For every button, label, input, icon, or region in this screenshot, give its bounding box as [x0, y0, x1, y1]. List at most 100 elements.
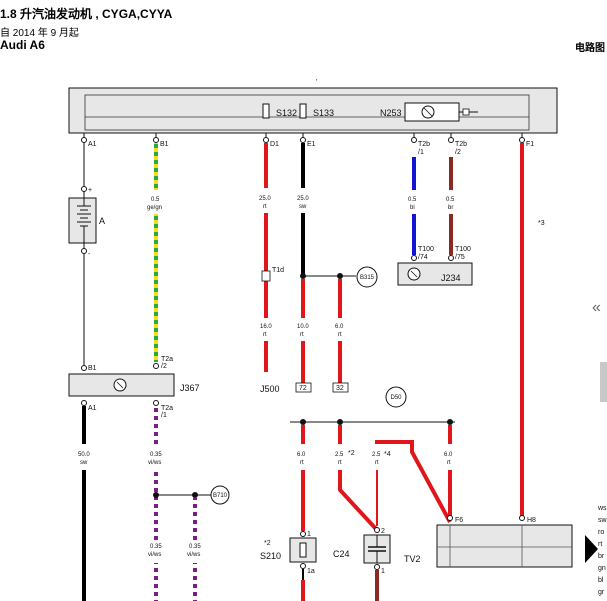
ref-b710-bubble: [210, 485, 230, 505]
wire-b1-color: ge/gn: [147, 205, 162, 211]
junction-dot: [337, 419, 343, 425]
pin-t100-75-label: T100: [455, 246, 471, 253]
vehicle-model: Audi A6: [0, 38, 45, 52]
wire-25b-red-loop: [375, 440, 452, 523]
terminal-72: [295, 382, 312, 393]
wire-25b-size: 2.5: [372, 452, 381, 458]
wire-e1-size: 25.0: [297, 196, 309, 202]
pin-s210-1a-label: 1a: [307, 568, 315, 575]
wire-6b-size: 6.0: [297, 452, 306, 458]
pin-f1-label: F1: [526, 141, 534, 148]
j234-symbol-stroke: [410, 270, 418, 278]
next-page-arrow-icon[interactable]: [585, 535, 598, 563]
pin-t2b1-label: T2b: [418, 141, 430, 148]
wire-d1-color: rt: [263, 204, 267, 210]
c24-label: C24: [333, 549, 350, 559]
j367-label: J367: [180, 383, 200, 393]
wire-6a-color: rt: [338, 332, 342, 338]
wire-t2a1-size: 0.35: [150, 452, 162, 458]
pin-tv2-1: [374, 564, 380, 570]
wire-b1-size: 0.5: [151, 197, 160, 203]
fuse-s210-symbol: [299, 542, 307, 558]
pin-b1-label: B1: [160, 141, 169, 148]
pin-tv2-1-label: 1: [381, 568, 385, 575]
pin-t2a1-number: /1: [161, 412, 167, 419]
junction-dot: [153, 492, 159, 498]
wire-6a-size: 6.0: [335, 324, 344, 330]
j367-symbol-stroke: [116, 381, 124, 389]
connector-t1d: [261, 270, 271, 282]
battery-a-label: A: [99, 216, 105, 226]
footnote-2b: *2: [264, 540, 271, 547]
wire-a1-size: 50.0: [78, 452, 90, 458]
pin-j367-a1: [81, 400, 87, 406]
collapse-panel-icon[interactable]: «: [592, 299, 601, 316]
wire-6b-color: rt: [300, 460, 304, 466]
fuse-carrier-inner: [84, 94, 530, 131]
footnote-3: *3: [538, 220, 545, 227]
battery-plus-terminal: [81, 186, 87, 192]
ref-d50-bubble: [385, 386, 407, 408]
lower-right-component: [436, 524, 573, 568]
fuse-s133-label: S133: [313, 108, 334, 118]
wire-25b-color: rt: [375, 460, 379, 466]
side-panel-edge: [600, 362, 607, 402]
document-type: 电路图: [575, 43, 605, 54]
terminal-32-label: 32: [336, 385, 344, 392]
wire-10-color: rt: [300, 332, 304, 338]
battery-plus-label: +: [88, 187, 92, 194]
pin-f6-label: F6: [455, 517, 463, 524]
junction-dot: [192, 492, 198, 498]
pin-t100-75: [448, 255, 454, 261]
pin-a1-label: A1: [88, 141, 97, 148]
pin-t100-75-number: /75: [455, 254, 465, 261]
ref-b315-bubble: [356, 266, 378, 288]
fuse-s132-symbol: [262, 103, 270, 119]
legend-code: ro: [598, 529, 604, 536]
battery-minus-label: -: [88, 251, 91, 258]
wire-viws-2-color: vi/ws: [148, 552, 161, 558]
pin-t100-74: [411, 255, 417, 261]
pin-t100-74-number: /74: [418, 254, 428, 261]
footnote-2a: *2: [348, 450, 355, 457]
fuse-s133-symbol: [299, 103, 307, 119]
pin-s210-1: [300, 531, 306, 537]
pin-f6: [447, 515, 453, 521]
pin-tv2-2-label: 2: [381, 528, 385, 535]
legend-code: br: [598, 553, 605, 560]
wire-25a-size: 2.5: [335, 452, 344, 458]
wire-viws-2-size: 0.35: [150, 544, 162, 550]
wire-viws-3-size: 0.35: [189, 544, 201, 550]
pin-t2a2: [153, 363, 159, 369]
n253-link-terminal: [462, 108, 470, 116]
wire-a1-color: sw: [80, 460, 88, 466]
junction-dot: [447, 419, 453, 425]
pin-t2b2-number: /2: [455, 149, 461, 156]
pin-j367-b1-label: B1: [88, 365, 97, 372]
wire-10-size: 10.0: [297, 324, 309, 330]
wire-bl-color: bl: [410, 205, 415, 211]
wire-25a-red-lower: [338, 470, 379, 532]
pin-h8-label: H8: [527, 517, 536, 524]
wire-e1-color: sw: [299, 204, 307, 210]
terminal-32: [332, 382, 349, 393]
battery-minus-terminal: [81, 248, 87, 254]
ref-b315-label: B315: [360, 275, 375, 281]
pin-d1-label: D1: [270, 141, 279, 148]
legend-code: gn: [598, 565, 606, 572]
pin-t2a2-label: T2a: [161, 356, 173, 363]
pin-t2a1: [153, 400, 159, 406]
wire-t2a1-color: vi/ws: [148, 460, 161, 466]
n253-label: N253: [380, 108, 402, 118]
wire-16-color: rt: [263, 332, 267, 338]
wire-16-size: 16.0: [260, 324, 272, 330]
pin-tv2-2: [374, 527, 380, 533]
ref-d50-label: D50: [390, 395, 402, 401]
connector-t1d-label: T1d: [272, 267, 284, 274]
j500-label: J500: [260, 384, 280, 394]
wire-bl-size: 0.5: [408, 197, 417, 203]
junction-dot: [337, 273, 343, 279]
wire-6c-color: rt: [447, 460, 451, 466]
pin-t2a2-number: /2: [161, 363, 167, 370]
